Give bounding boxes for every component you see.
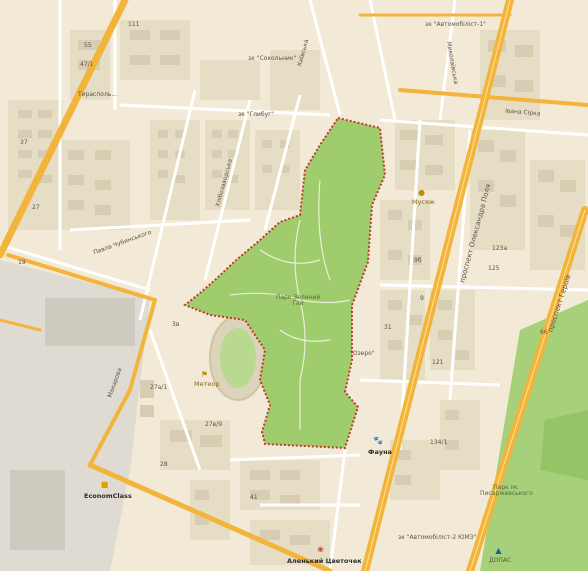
paw-icon[interactable]: 🐾 [373,436,383,445]
park-label: Парк ім. Писаржевського [480,484,533,497]
industrial-building [45,298,135,346]
stop-label: зк "Сокольник" [248,55,297,62]
poi-musiak[interactable]: Мусяж [412,198,435,206]
park-label: Парк Зелений Гай [275,294,321,307]
park-zelenyi-hai [183,116,387,450]
house-number: 121 [432,359,444,366]
house-number: 3в [172,321,180,328]
stop-label: зк "Глибуг" [238,111,275,118]
poi-fauna[interactable]: Фауна [368,448,392,456]
house-number: 28 [160,461,168,468]
hotel-icon[interactable]: ■ [100,480,109,489]
poi-alenkyi[interactable]: Аленький Цветочек [287,557,362,565]
flower-shop-icon[interactable]: ❀ [317,545,324,554]
stop-label: "Озеро" [350,350,375,357]
stop-label: зк "Автомобіліст-2 ЮМЗ" [398,534,477,541]
house-number: 9б [414,257,422,264]
house-number: 111 [128,21,140,28]
poi-meteor[interactable]: Метеор [194,380,220,388]
house-number: 47/1 [80,61,94,68]
house-number: 123а [492,245,508,252]
park-pysarzhevskoho [480,300,588,571]
house-number: 9 [420,295,424,302]
buildings [18,30,576,545]
house-number: 31 [384,324,392,331]
house-number: 41 [250,494,258,501]
house-number: 27 [32,204,40,211]
house-number: 134/1 [430,439,448,446]
shop-icon[interactable]: ● [418,188,425,197]
house-number: 27в/9 [205,421,223,428]
house-number: 125 [488,265,500,272]
poi-dopas[interactable]: ДОПАС [489,557,512,564]
park-patch [540,410,588,480]
house-number: 66 [540,329,548,336]
house-number: 37 [20,139,28,146]
street-label: Тирасполь... [78,91,118,98]
house-number: 19 [18,259,26,266]
industrial-building [10,470,65,550]
stop-label: зк "Автомобіліст-1" [425,21,486,28]
house-number: 27а/1 [150,384,168,391]
car-service-icon[interactable]: ▲ [495,546,502,555]
park-paths [229,179,351,430]
house-number: 55 [84,42,92,49]
major-road-centerlines [364,0,586,571]
poi-economclass[interactable]: EconomClass [84,492,132,500]
stadium-icon[interactable]: ⚑ [200,370,209,379]
